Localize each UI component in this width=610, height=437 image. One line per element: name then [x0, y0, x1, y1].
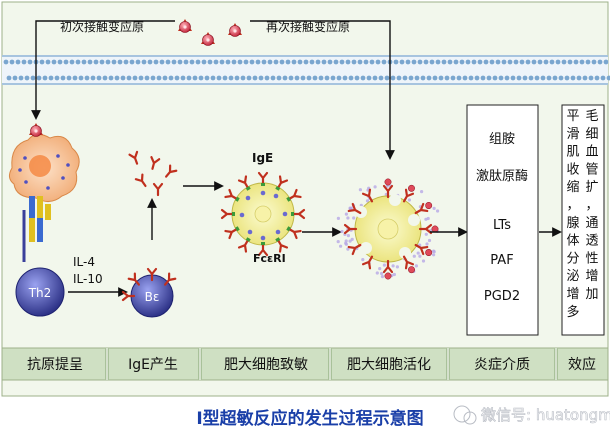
effect-char: 加: [585, 287, 598, 302]
effect-char: 细: [585, 127, 598, 142]
mediators-box: [466, 104, 539, 336]
b-cell-label: Bε: [145, 290, 160, 304]
stage-ige-production: IgE产生: [128, 357, 178, 373]
effect-char: 分: [566, 251, 579, 266]
effect-char: 管: [585, 162, 598, 177]
effect-char: ，: [566, 198, 579, 213]
tcr-mhc-complex: [22, 196, 51, 262]
ige-label: IgE: [252, 151, 273, 165]
effect-char: 滑: [566, 127, 579, 142]
effect-char: 收: [566, 162, 579, 177]
mediator-pgd2: PGD2: [484, 289, 520, 304]
watermark-text: 微信号: huatongmed: [481, 406, 610, 424]
second-contact-label: 再次接触变应原: [266, 19, 350, 34]
effect-char: 平: [566, 109, 579, 124]
effects-box: [561, 104, 605, 336]
effect-char: 多: [566, 304, 579, 320]
effect-char: 毛: [585, 109, 598, 124]
second-contact-arrow: [250, 20, 395, 160]
mediator-kininogenase: 激肽原酶: [476, 168, 528, 184]
effect-char: 扩: [585, 180, 598, 195]
diagram-title: Ⅰ型超敏反应的发生过程示意图: [196, 408, 423, 429]
first-contact-arrow: [31, 20, 175, 120]
il4-label: IL-4: [73, 255, 95, 269]
antigen-presenting-cell: [8, 134, 80, 202]
effect-char: 肌: [566, 145, 579, 160]
effect-char: ，: [585, 198, 598, 213]
mediator-histamine: 组胺: [489, 132, 515, 147]
effect-char: 通: [585, 216, 598, 231]
first-contact-label: 初次接触变应原: [60, 19, 144, 34]
effect-char: 体: [566, 234, 579, 249]
stage-mast-sensitization: 肥大细胞致敏: [224, 357, 308, 373]
il10-label: IL-10: [73, 272, 103, 286]
mediator-lts: LTs: [493, 218, 511, 233]
stage-bar: [1, 347, 609, 381]
effect-char: 泌: [566, 269, 579, 284]
stage-inflammatory-mediators: 炎症介质: [474, 357, 530, 373]
activated-mast-cell: [336, 178, 440, 280]
th2-cell: Th2: [15, 267, 65, 317]
sensitized-mast-cell: [220, 171, 306, 257]
watermark: 微信号: huatongmed: [453, 405, 610, 425]
cell-membrane: [2, 55, 610, 85]
stage-mast-activation: 肥大细胞活化: [347, 357, 431, 373]
mediator-paf: PAF: [490, 253, 513, 268]
effect-char: 透: [585, 234, 598, 249]
effect-char: 增: [585, 269, 598, 284]
stage-antigen-presentation: 抗原提呈: [27, 357, 83, 373]
effect-char: 性: [585, 251, 598, 266]
stage-effects: 效应: [568, 356, 596, 373]
effect-char: 增: [566, 287, 579, 302]
effect-char: 缩: [566, 179, 579, 195]
fc-receptor-label: FcεRⅠ: [253, 252, 286, 265]
effect-char: 血: [585, 145, 598, 160]
effect-char: 腺: [566, 216, 579, 231]
th2-label: Th2: [28, 286, 52, 300]
